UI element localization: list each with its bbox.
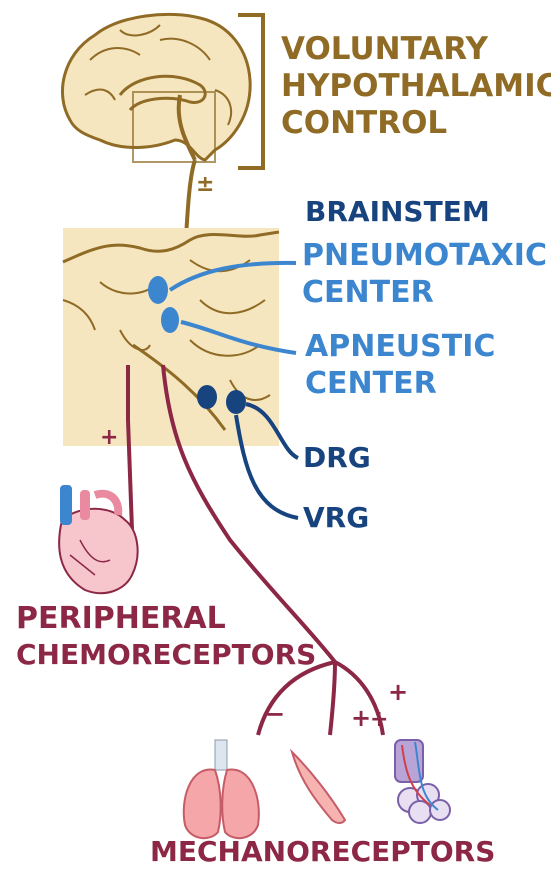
alveoli-sign-2: + — [388, 678, 408, 706]
brainstem-label: BRAINSTEM — [305, 195, 490, 229]
pneumotaxic-nucleus — [148, 276, 168, 304]
drg-nucleus — [197, 385, 217, 409]
muscle-sign: + — [351, 704, 371, 732]
apneustic-nucleus — [161, 307, 179, 333]
peripheral-label-line2: CHEMORECEPTORS — [16, 637, 316, 673]
mechanoreceptors-label: MECHANORECEPTORS — [150, 835, 495, 869]
lung-sign: − — [265, 700, 285, 728]
brain-illustration — [62, 14, 250, 162]
pneumotaxic-label-line2: CENTER — [302, 274, 434, 312]
peripheral-label-line1: PERIPHERAL — [16, 601, 226, 637]
vrg-nucleus — [226, 390, 246, 414]
voluntary-label-line1: VOLUNTARY — [281, 31, 488, 68]
apneustic-label-line2: CENTER — [305, 365, 437, 403]
muscle-branch — [330, 662, 335, 735]
voluntary-label-line3: CONTROL — [281, 105, 447, 142]
lungs-illustration — [184, 740, 259, 838]
alveoli-illustration — [395, 740, 450, 823]
alveoli-sign-1: + — [370, 707, 388, 732]
vrg-label: VRG — [303, 501, 369, 535]
apneustic-label-line1: APNEUSTIC — [305, 328, 495, 366]
muscle-illustration — [292, 752, 345, 823]
drg-label: DRG — [303, 441, 371, 475]
pneumotaxic-label-line1: PNEUMOTAXIC — [302, 237, 547, 275]
peripheral-sign: + — [100, 425, 118, 450]
voluntary-label-line2: HYPOTHALAMIC — [281, 68, 551, 105]
heart-illustration — [59, 485, 137, 593]
hypothalamic-sign: ± — [196, 172, 214, 197]
